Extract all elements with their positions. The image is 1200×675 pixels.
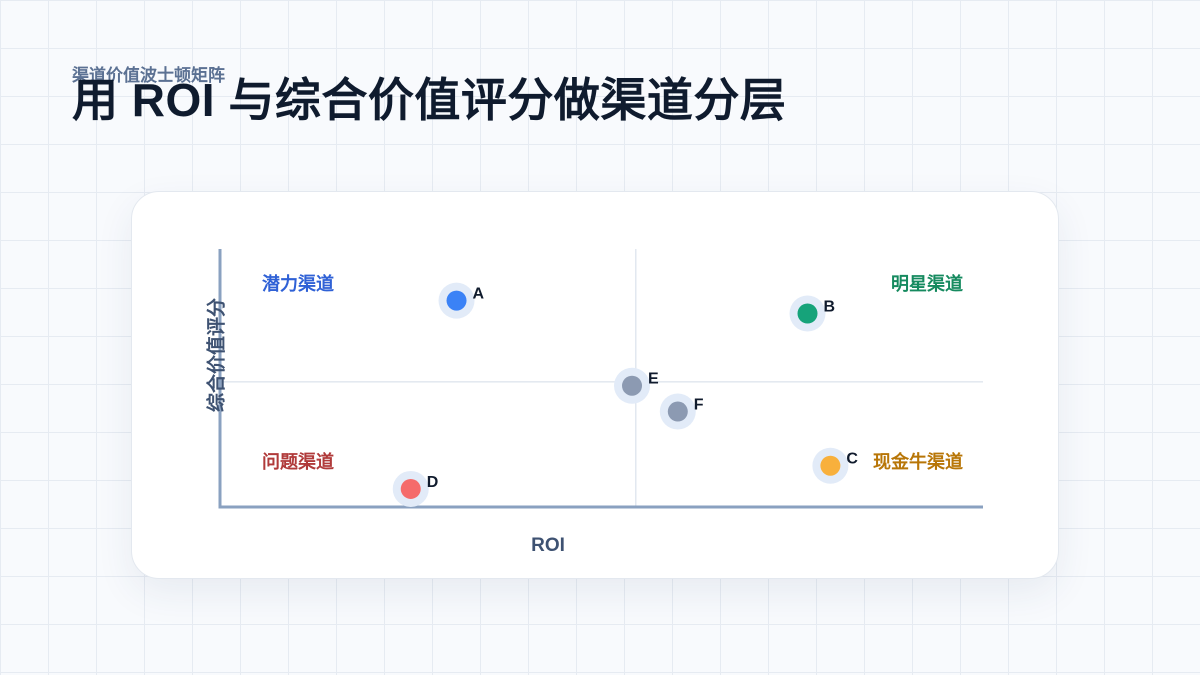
chart-card bbox=[131, 191, 1059, 579]
data-point-label: F bbox=[694, 397, 704, 414]
data-point-marker bbox=[400, 478, 421, 499]
quadrant-label-problem: 问题渠道 bbox=[262, 452, 334, 472]
page-title: 用 ROI 与综合价值评分做渠道分层 bbox=[72, 74, 787, 126]
y-axis-label: 综合价值评分 bbox=[206, 297, 228, 413]
data-point-marker bbox=[797, 303, 818, 324]
data-point-a: A bbox=[438, 282, 485, 319]
data-point-d: D bbox=[392, 470, 439, 507]
data-point-label: C bbox=[846, 451, 858, 468]
data-point-label: B bbox=[824, 299, 836, 316]
quadrant-label-potential: 潜力渠道 bbox=[262, 274, 334, 294]
x-axis-label: ROI bbox=[531, 535, 565, 556]
data-points: A B C D E F bbox=[392, 282, 858, 507]
data-point-e: E bbox=[614, 367, 659, 404]
data-point-c: C bbox=[812, 447, 858, 484]
page-eyebrow: 渠道价值波士顿矩阵 bbox=[72, 66, 225, 85]
quadrant-label-cash-cow: 现金牛渠道 bbox=[873, 452, 963, 472]
data-point-label: E bbox=[648, 371, 659, 388]
data-point-marker bbox=[446, 290, 467, 311]
data-point-b: B bbox=[789, 295, 836, 332]
data-point-f: F bbox=[659, 393, 704, 430]
data-point-marker bbox=[667, 401, 688, 422]
data-point-marker bbox=[820, 455, 841, 476]
data-point-label: D bbox=[427, 474, 439, 491]
data-point-label: A bbox=[473, 286, 485, 303]
chart-axes bbox=[218, 249, 983, 509]
quadrant-label-star: 明星渠道 bbox=[891, 274, 963, 294]
quadrant-dividers bbox=[220, 249, 983, 507]
data-point-marker bbox=[622, 375, 643, 396]
